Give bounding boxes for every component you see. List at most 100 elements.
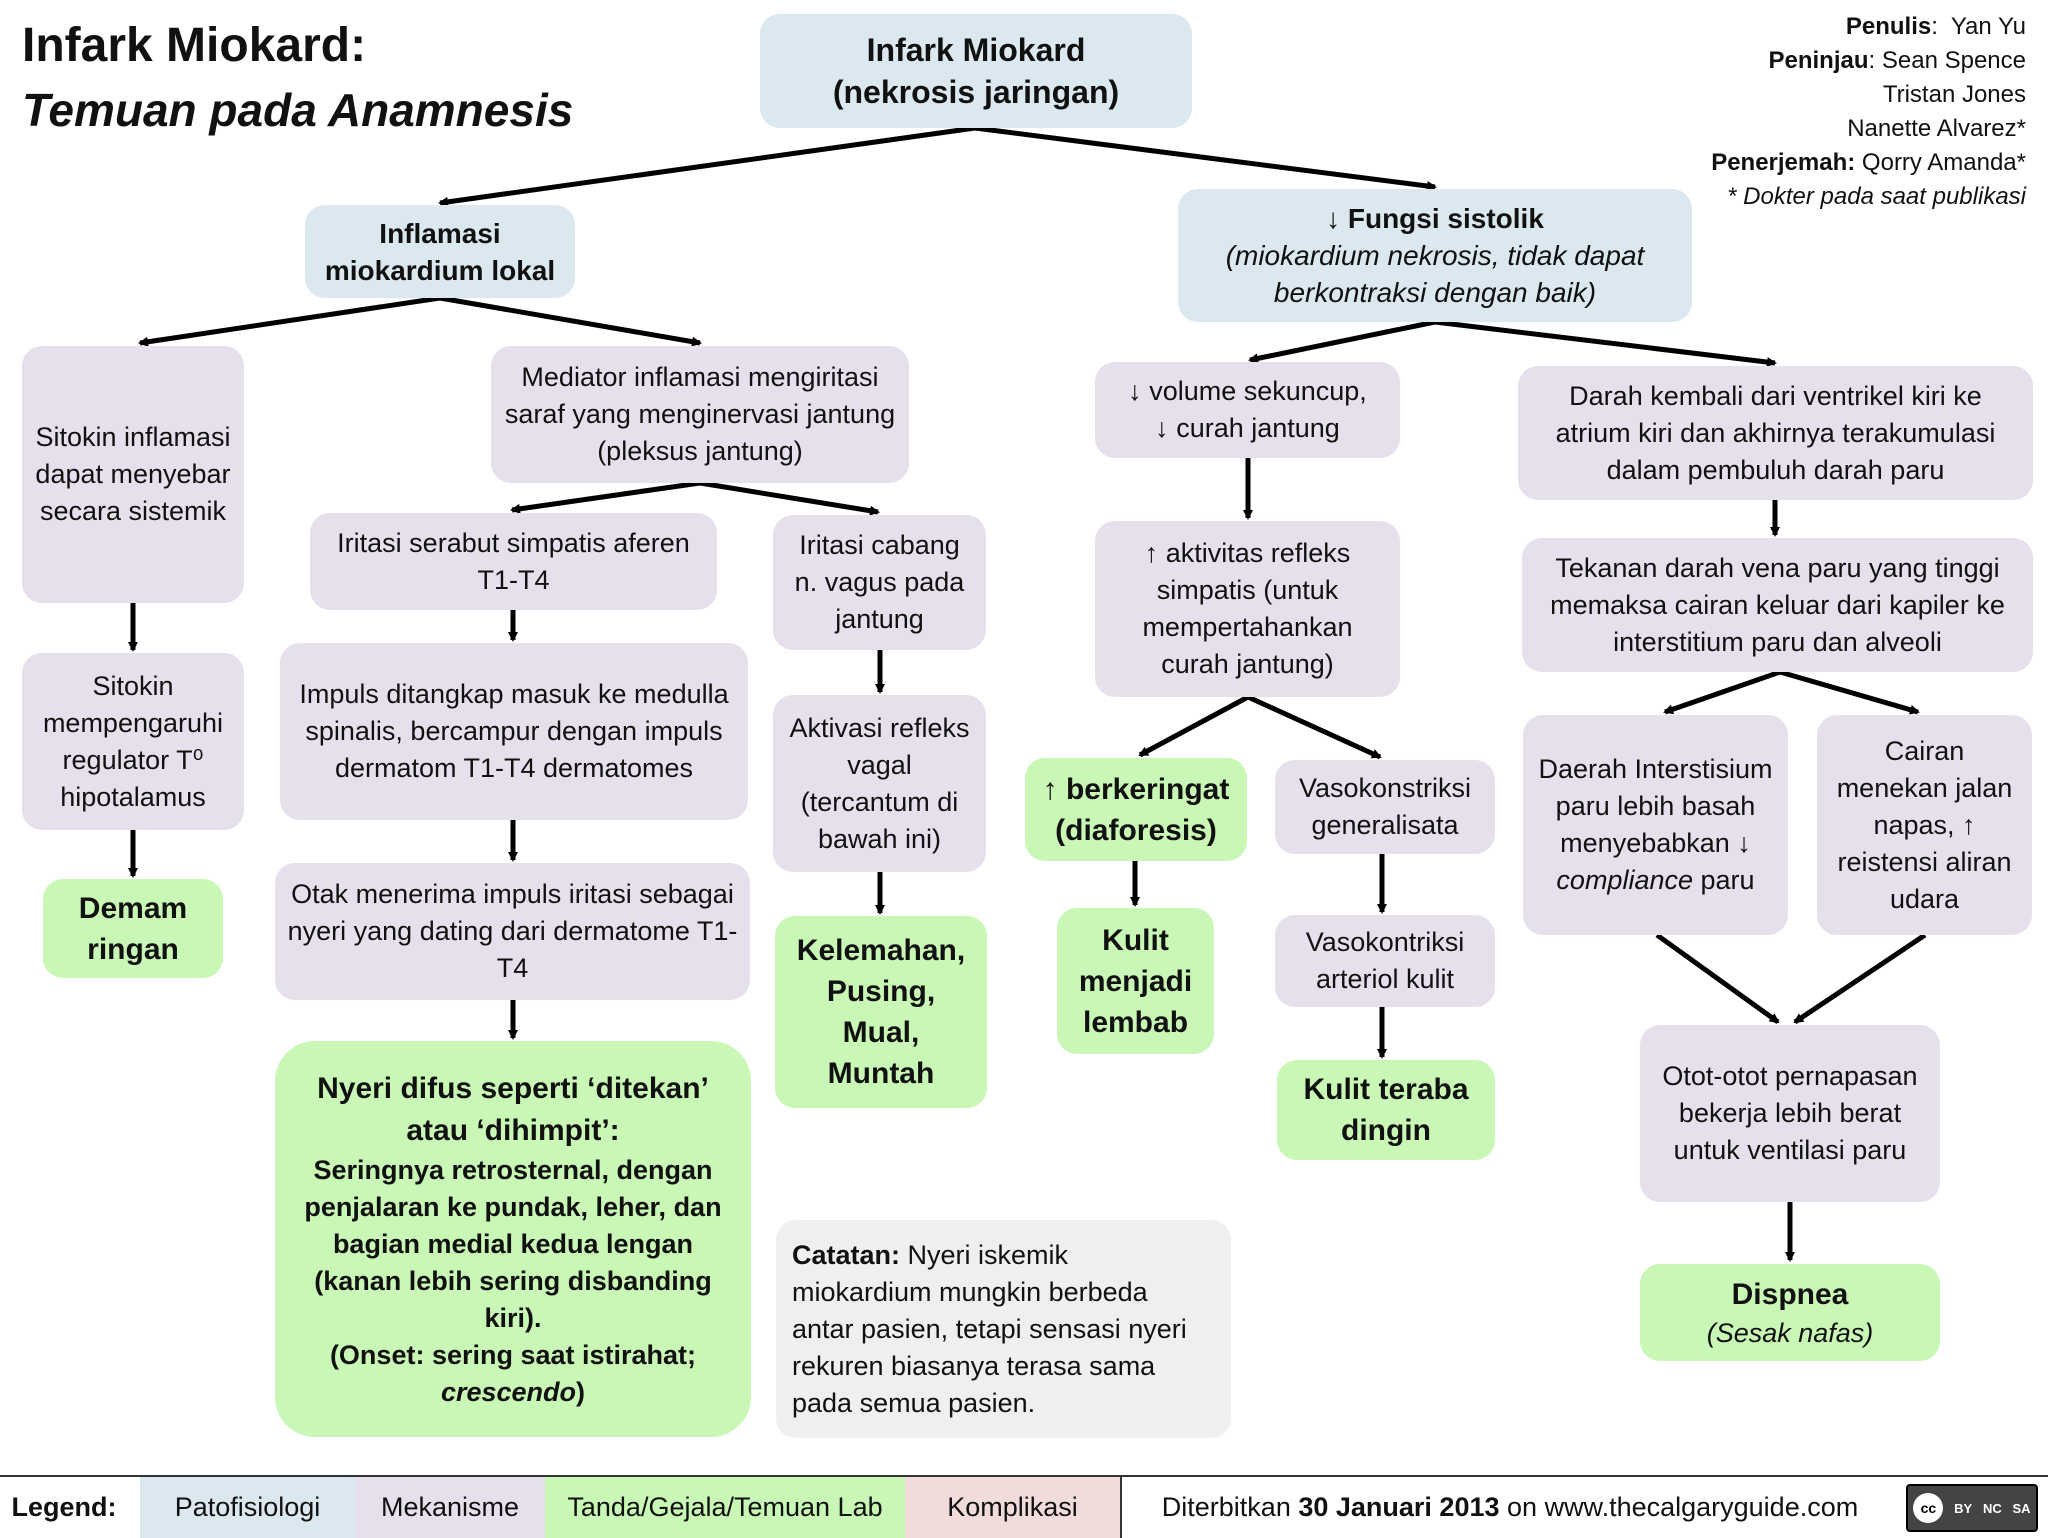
arrow: [1663, 669, 1781, 715]
node-inflamasi-lokal: Inflamasi miokardium lokal: [305, 205, 575, 298]
reviewer-1: Sean Spence: [1881, 47, 2026, 74]
cc-sa-icon: SA: [2012, 1500, 2031, 1516]
published-pre: Diterbitkan: [1161, 1492, 1291, 1522]
node-kulit-dingin-text: Kulit teraba dingin: [1303, 1073, 1469, 1147]
down-arrow-symbol: ↓: [1155, 413, 1169, 443]
node-refleks-vagal: Aktivasi refleks vagal (tercantum di baw…: [773, 695, 986, 872]
arrow: [1793, 932, 1927, 1025]
note-catatan-text: Nyeri iskemik miokardium mungkin berbeda…: [792, 1239, 1187, 1418]
legend-label: Legend:: [11, 1492, 117, 1522]
node-volume-sekuncup-line1: volume sekuncup,: [1149, 376, 1367, 406]
reviewer-label: Peninjau: [1768, 47, 1869, 74]
node-darah-kembali: Darah kembali dari ventrikel kiri ke atr…: [1518, 366, 2033, 500]
node-demam-ringan: Demam ringan: [43, 879, 223, 978]
reviewer-2: Tristan Jones: [1882, 81, 2026, 108]
legend-patofisiologi: Patofisiologi: [140, 1477, 355, 1538]
node-sitokin-hipotalamus: Sitokin mempengaruhi regulator T⁰ hipota…: [22, 653, 244, 830]
node-nyeri-onset: (Onset: sering saat istirahat;: [329, 1339, 697, 1370]
arrow: [1655, 932, 1780, 1025]
arrow: [1246, 694, 1382, 760]
up-arrow-symbol: ↑: [1962, 809, 1976, 840]
node-refleks-simpatis-text: aktivitas refleks simpatis (untuk memper…: [1142, 538, 1353, 679]
node-mediator-inflamasi-text: Mediator inflamasi mengiritasi saraf yan…: [504, 362, 896, 466]
node-refleks-vagal-text: Aktivasi refleks vagal (tercantum di baw…: [789, 712, 970, 854]
node-kulit-lembab-text: Kulit menjadi lembab: [1078, 923, 1193, 1039]
up-arrow-symbol: ↑: [1042, 772, 1058, 806]
credits: Penulis: Yan Yu Peninjau: Sean Spence Tr…: [1711, 10, 2026, 214]
arrow: [1779, 669, 1920, 715]
node-cairan-menekan-text: Cairan menekan jalan napas,: [1836, 735, 2013, 840]
node-iritasi-vagus: Iritasi cabang n. vagus pada jantung: [773, 515, 986, 650]
node-kelemahan-text: Kelemahan, Pusing, Mual, Muntah: [796, 934, 966, 1090]
node-vasokontriksi-arteriol: Vasokontriksi arteriol kulit: [1275, 915, 1495, 1007]
arrow: [974, 125, 1437, 191]
legend-tanda-gejala: Tanda/Gejala/Temuan Lab: [545, 1477, 905, 1538]
node-fungsi-sistolik: ↓ Fungsi sistolik (miokardium nekrosis, …: [1178, 189, 1692, 322]
node-sitokin-sistemik: Sitokin inflamasi dapat menyebar secara …: [22, 346, 244, 603]
arrow: [699, 480, 880, 516]
published-date: 30 Januari 2013: [1298, 1492, 1500, 1522]
node-dispnea: Dispnea (Sesak nafas): [1640, 1264, 1940, 1361]
cc-by-icon: BY: [1954, 1500, 1973, 1516]
node-cairan-reistensi: reistensi aliran udara: [1837, 846, 2012, 914]
node-nyeri-difus: Nyeri difus seperti ‘ditekan’ atau ‘dihi…: [275, 1041, 751, 1437]
node-dispnea-title: Dispnea: [1731, 1277, 1849, 1311]
node-inflamasi-lokal-text: Inflamasi miokardium lokal: [324, 217, 556, 286]
legend-komplikasi: Komplikasi: [905, 1477, 1120, 1538]
node-otak-menerima: Otak menerima impuls iritasi sebagai nye…: [275, 863, 750, 1000]
cc-icon: cc: [1913, 1493, 1944, 1523]
node-demam-ringan-text: Demam ringan: [78, 891, 188, 966]
node-kulit-dingin: Kulit teraba dingin: [1277, 1060, 1495, 1160]
node-infark-miokard-line1: Infark Miokard: [866, 32, 1086, 68]
node-iritasi-vagus-text: Iritasi cabang n. vagus pada jantung: [794, 530, 965, 634]
arrow: [510, 480, 701, 514]
node-berkeringat-text: berkeringat (diaforesis): [1055, 772, 1230, 847]
node-tekanan-vena-paru: Tekanan darah vena paru yang tinggi mema…: [1522, 538, 2033, 672]
node-iritasi-simpatis-text: Iritasi serabut simpatis aferen T1-T4: [337, 527, 690, 595]
arrow: [439, 295, 702, 347]
credits-footnote: * Dokter pada saat publikasi: [1727, 183, 2026, 210]
down-arrow-symbol: ↓: [1128, 376, 1142, 406]
node-iritasi-simpatis: Iritasi serabut simpatis aferen T1-T4: [310, 513, 717, 610]
node-berkeringat: ↑ berkeringat (diaforesis): [1025, 758, 1247, 861]
author-label: Penulis: [1845, 13, 1932, 40]
published-info: Diterbitkan 30 Januari 2013 on www.theca…: [1130, 1477, 1890, 1538]
arrow: [1434, 319, 1777, 368]
reviewer-3: Nanette Alvarez*: [1847, 115, 2026, 142]
node-nyeri-close: ): [576, 1376, 586, 1407]
node-nyeri-difus-title: Nyeri difus seperti ‘ditekan’ atau ‘dihi…: [317, 1071, 709, 1147]
node-refleks-simpatis: ↑ aktivitas refleks simpatis (untuk memp…: [1095, 521, 1400, 697]
node-otot-pernapasan-text: Otot-otot pernapasan bekerja lebih berat…: [1662, 1061, 1918, 1165]
note-catatan: Catatan: Nyeri iskemik miokardium mungki…: [776, 1220, 1231, 1438]
node-cairan-menekan: Cairan menekan jalan napas, ↑ reistensi …: [1817, 715, 2032, 935]
node-interstisium-basah: Daerah Interstisium paru lebih basah men…: [1523, 715, 1788, 935]
note-catatan-label: Catatan:: [792, 1239, 901, 1270]
node-infark-miokard: Infark Miokard (nekrosis jaringan): [760, 14, 1192, 128]
author: Yan Yu: [1950, 13, 2026, 40]
node-fungsi-sistolik-sub: (miokardium nekrosis, tidak dapat berkon…: [1225, 240, 1645, 308]
up-arrow-symbol: ↑: [1144, 538, 1159, 568]
down-arrow-symbol: ↓: [1326, 203, 1341, 234]
node-fungsi-sistolik-title: Fungsi sistolik: [1347, 203, 1544, 234]
legend-mekanisme: Mekanisme: [355, 1477, 545, 1538]
node-interstisium-basah-text: Daerah Interstisium paru lebih basah men…: [1538, 754, 1773, 858]
node-darah-kembali-text: Darah kembali dari ventrikel kiri ke atr…: [1555, 380, 1996, 485]
translator: Qorry Amanda*: [1861, 149, 2026, 176]
node-tekanan-vena-paru-text: Tekanan darah vena paru yang tinggi mema…: [1550, 552, 2005, 657]
page-subtitle: Temuan pada Anamnesis: [22, 84, 574, 136]
node-impuls-medulla: Impuls ditangkap masuk ke medulla spinal…: [280, 643, 748, 820]
node-volume-sekuncup: ↓ volume sekuncup, ↓ curah jantung: [1095, 362, 1400, 458]
node-otot-pernapasan: Otot-otot pernapasan bekerja lebih berat…: [1640, 1025, 1940, 1202]
node-dispnea-sub: (Sesak nafas): [1706, 1317, 1874, 1348]
node-mediator-inflamasi: Mediator inflamasi mengiritasi saraf yan…: [491, 346, 909, 483]
node-nyeri-crescendo: crescendo: [440, 1376, 577, 1407]
node-sitokin-hipotalamus-text: Sitokin mempengaruhi regulator T⁰ hipota…: [42, 670, 224, 812]
arrow: [1138, 694, 1250, 758]
node-kelemahan: Kelemahan, Pusing, Mual, Muntah: [775, 916, 987, 1108]
legend-divider: [1120, 1477, 1122, 1538]
arrow: [138, 295, 441, 347]
node-volume-sekuncup-line2: curah jantung: [1176, 413, 1340, 443]
translator-label: Penerjemah:: [1711, 149, 1856, 176]
page-title: Infark Miokard:: [22, 19, 367, 72]
